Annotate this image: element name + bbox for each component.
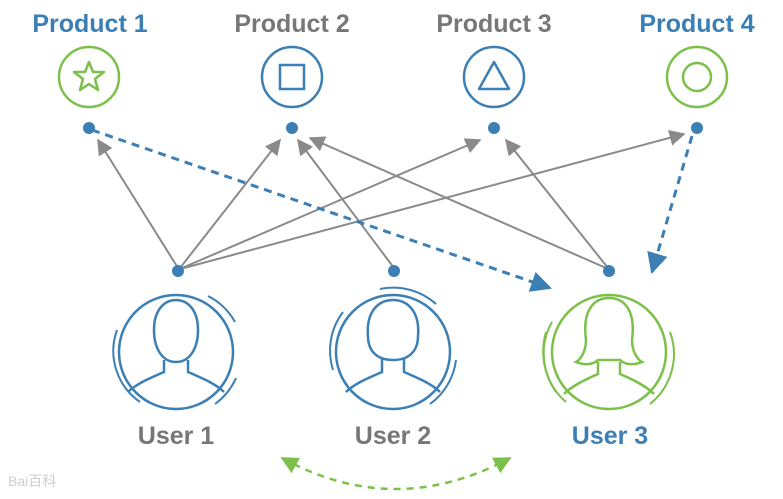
- user-2-node: [329, 286, 457, 411]
- arrow-user1-product1: [97, 138, 179, 269]
- similarity-arc: [280, 456, 512, 491]
- product-2-node: [260, 45, 324, 109]
- user-2-label: User 2: [355, 422, 431, 450]
- user-avatar-icon: [127, 298, 225, 393]
- product-2-label: Product 2: [234, 10, 349, 38]
- user-avatar-icon: [345, 298, 441, 393]
- arrow-user3-product2: [308, 136, 607, 269]
- user-3-node: [542, 293, 675, 411]
- recommend-product4-to-user3: [647, 135, 694, 275]
- user-1-label: User 1: [138, 422, 215, 450]
- arrow-user1-product2: [179, 138, 281, 269]
- product-4-label: Product 4: [639, 10, 754, 38]
- arrow-user3-product3: [505, 138, 609, 269]
- arrow-user1-product4: [183, 130, 686, 269]
- star-icon: [72, 60, 106, 92]
- arrow-user1-product3: [181, 138, 482, 269]
- anchor-dots: [83, 122, 703, 277]
- product-4-node: [665, 45, 729, 109]
- watermark: Bai百科: [8, 473, 56, 489]
- interaction-arrows: [97, 130, 686, 269]
- recommend-product1-to-user3: [91, 128, 552, 292]
- square-icon: [278, 63, 306, 91]
- user-1-node: [112, 293, 237, 411]
- arrow-user2-product2: [297, 138, 395, 269]
- triangle-icon: [477, 60, 511, 91]
- product-1-node: [57, 45, 121, 109]
- user-avatar-icon: [563, 296, 655, 395]
- recommendation-arrows: [91, 128, 694, 292]
- ring-icon: [681, 61, 713, 93]
- product-1-label: Product 1: [32, 10, 147, 38]
- user-3-label: User 3: [572, 422, 648, 450]
- product-3-node: [462, 45, 526, 109]
- product-3-label: Product 3: [436, 10, 551, 38]
